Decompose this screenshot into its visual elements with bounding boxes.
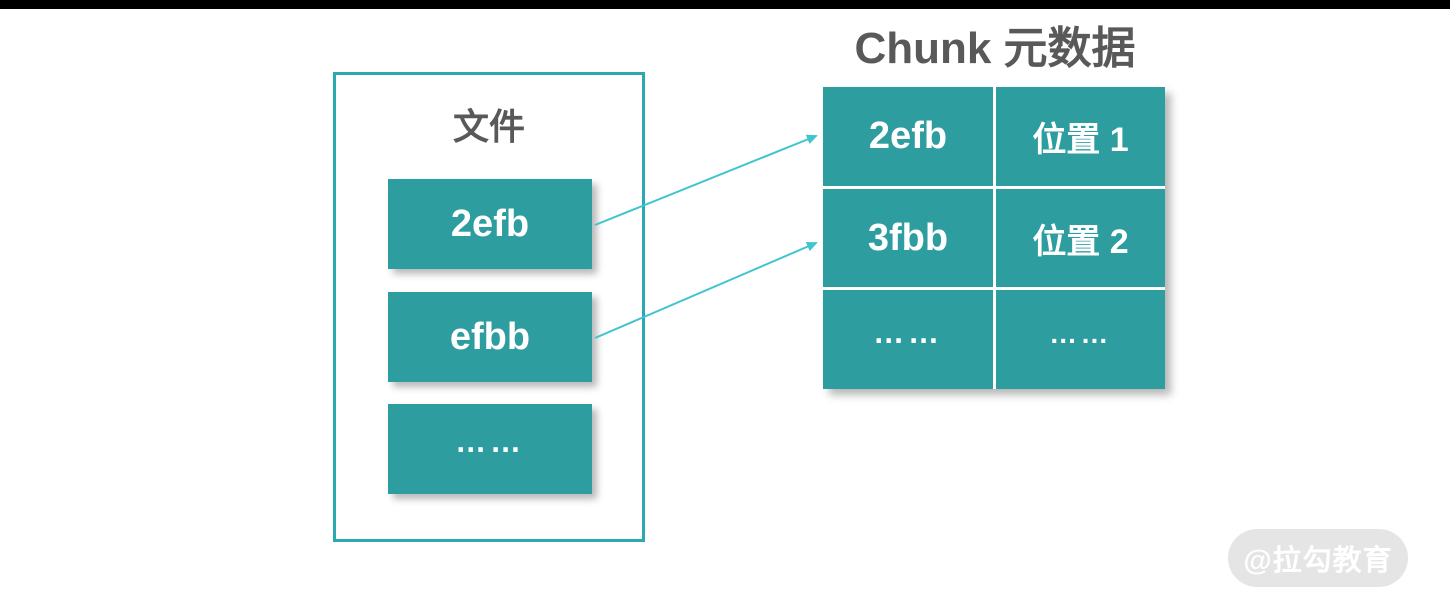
- top-border-bar: [0, 0, 1450, 9]
- watermark-text: @拉勾教育: [1243, 545, 1393, 577]
- cell-label: 3fbb: [867, 216, 949, 259]
- metadata-title: Chunk 元数据: [854, 24, 1136, 73]
- file-chunk-2efb: 2efb: [388, 179, 592, 269]
- table-cell-location-1: 位置 1: [996, 87, 1165, 186]
- file-chunk-label: ……: [455, 424, 525, 460]
- table-cell-chunk-3: ……: [823, 290, 993, 389]
- file-chunk-efbb: efbb: [388, 292, 592, 382]
- file-chunk-label: efbb: [449, 315, 531, 358]
- table-cell-chunk-2: 3fbb: [823, 189, 993, 287]
- cell-label: ……: [1049, 317, 1112, 349]
- file-chunk-label: 2efb: [450, 202, 530, 245]
- table-cell-location-2: 位置 2: [996, 189, 1165, 287]
- watermark-badge: @拉勾教育: [1228, 529, 1408, 587]
- cell-label: 位置 2: [1032, 222, 1129, 261]
- file-chunk-more: ……: [388, 404, 592, 494]
- table-cell-chunk-1: 2efb: [823, 87, 993, 186]
- metadata-table: 2efb 位置 1 3fbb 位置 2 …… ……: [823, 87, 1165, 389]
- cell-label: 2efb: [868, 115, 948, 157]
- file-box-title: 文件: [452, 106, 525, 147]
- cell-label: 位置 1: [1032, 121, 1129, 159]
- cell-label: ……: [873, 314, 943, 350]
- table-cell-location-3: ……: [996, 290, 1165, 389]
